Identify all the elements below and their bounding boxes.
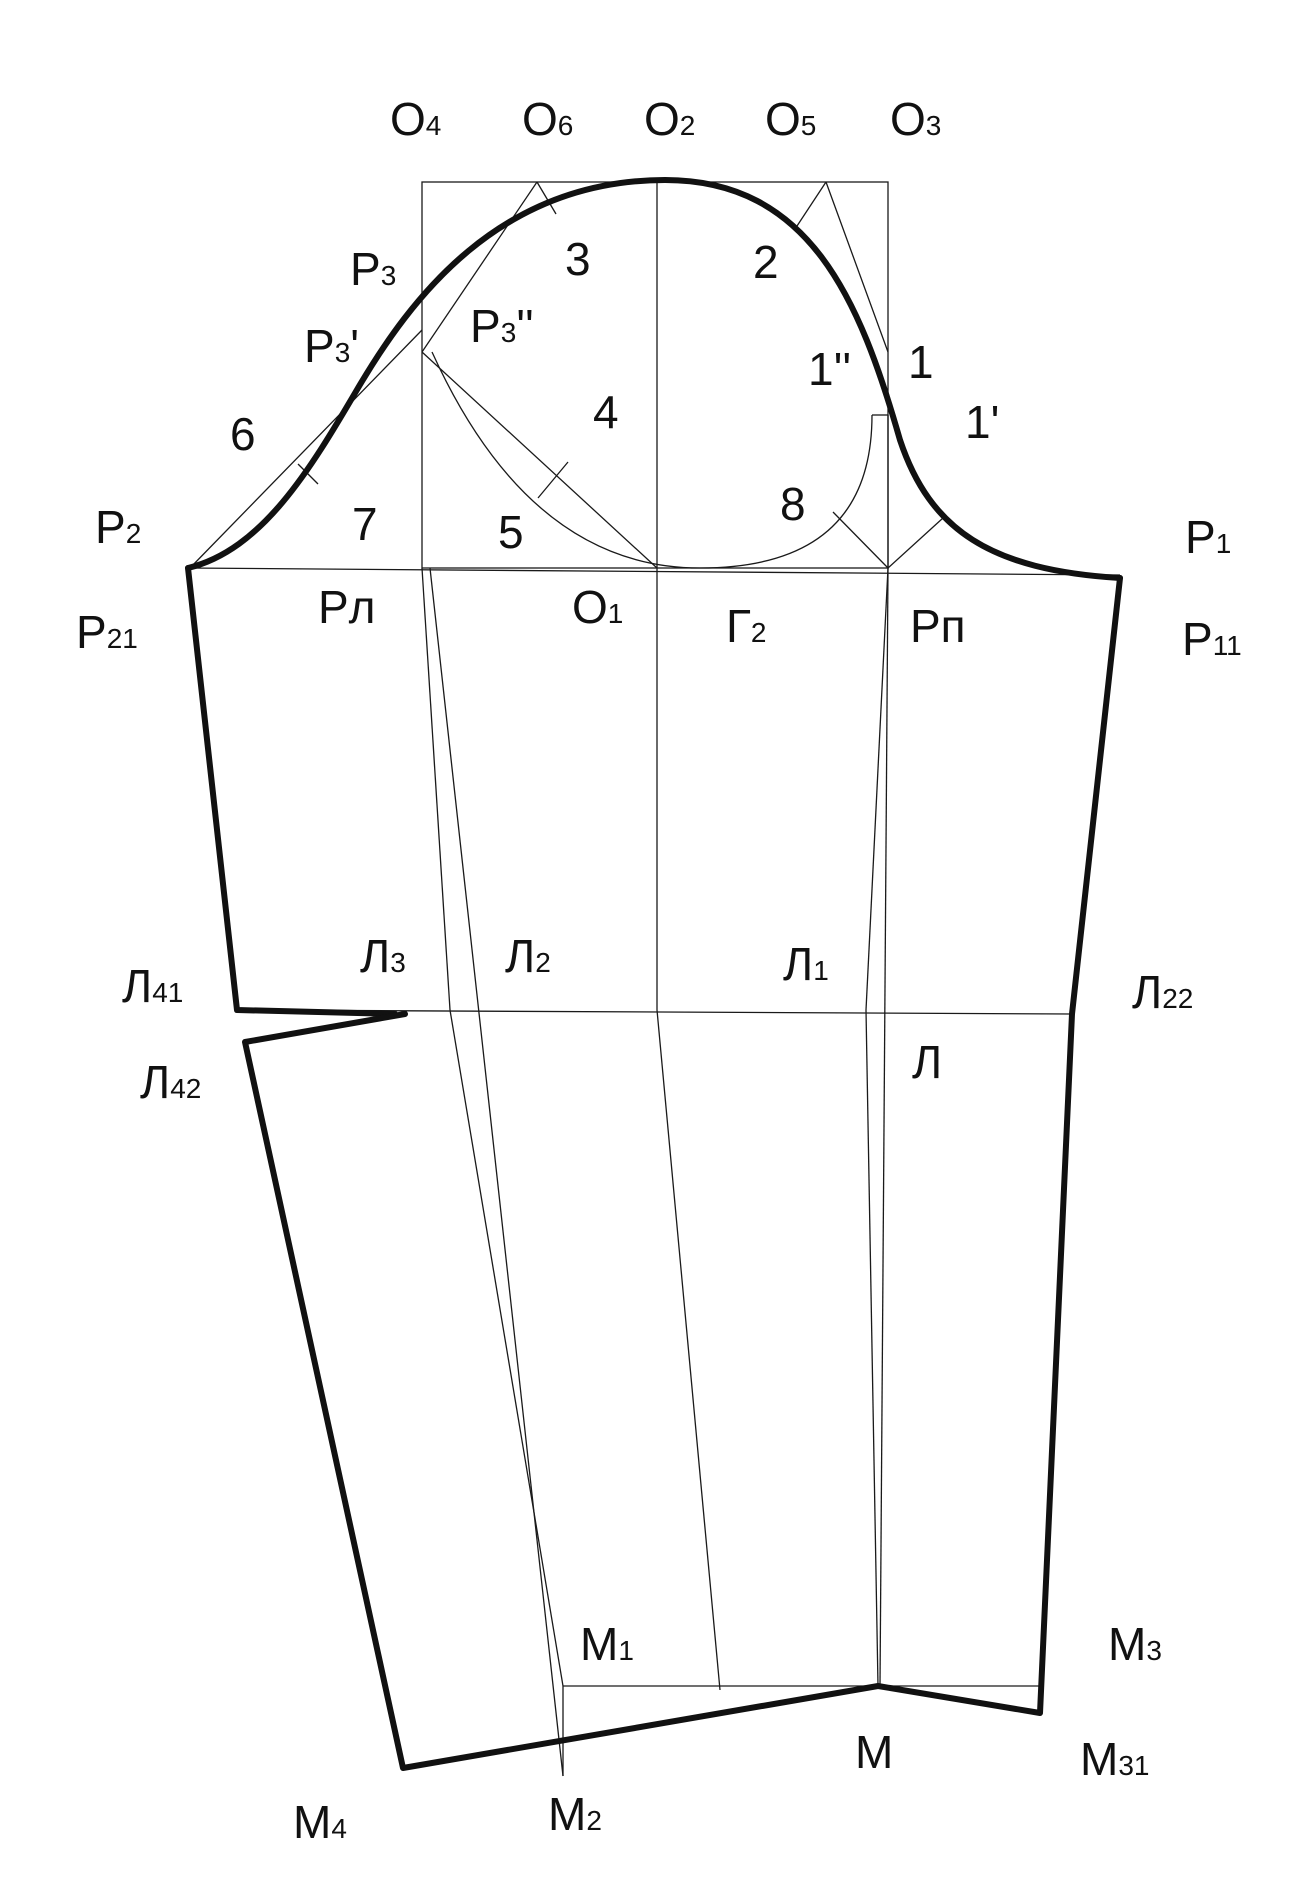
perp-3	[536, 181, 557, 215]
label-g2: Г2	[726, 600, 767, 652]
label-l2: Л2	[505, 930, 551, 982]
front-line-m2	[429, 567, 564, 1777]
label-o6: O6	[522, 93, 573, 145]
construction-lines	[184, 180, 1121, 1777]
label-p11: Р11	[1182, 613, 1242, 665]
label-o4: O4	[390, 93, 441, 145]
label-p21: Р21	[76, 606, 138, 658]
sleeve-cap-curve	[185, 177, 1123, 581]
number-1: 1	[908, 336, 934, 388]
number-1-double-prime: 1''	[808, 343, 851, 395]
number-1-prime: 1'	[965, 396, 999, 448]
point-labels: O4 O6 O2 O5 O3 Р3 Р3' Р3'' Р2 Р1 Р21 Р11…	[76, 93, 1242, 1848]
number-3: 3	[565, 233, 591, 285]
front-line-lower	[449, 1009, 564, 1687]
number-4: 4	[593, 386, 619, 438]
diag-o6	[421, 181, 538, 353]
label-o1: О1	[572, 581, 623, 633]
back-line-m	[879, 567, 889, 1687]
label-m2: М2	[548, 1788, 602, 1840]
label-l3: Л3	[360, 930, 406, 982]
segment-numbers: 3 2 1'' 1 1' 4 6 7 5 8	[230, 233, 999, 558]
armhole-line	[184, 567, 1121, 576]
label-p2: Р2	[95, 501, 141, 553]
label-pp: Рп	[910, 600, 966, 652]
number-8: 8	[780, 478, 806, 530]
label-l41: Л41	[122, 960, 183, 1012]
label-m4: М4	[293, 1796, 347, 1848]
label-m31: М31	[1080, 1733, 1149, 1785]
diag-p3-o1	[421, 351, 658, 569]
back-line-upper	[865, 567, 889, 1011]
perp-2	[796, 181, 827, 227]
front-seam-upper	[185, 565, 398, 1017]
number-5: 5	[498, 506, 524, 558]
label-l22: Л22	[1132, 966, 1193, 1018]
label-o3: O3	[890, 93, 941, 145]
centre-line-lower	[656, 1009, 721, 1691]
label-m: М	[855, 1726, 893, 1778]
perp-1p	[887, 517, 944, 569]
label-m1: М1	[580, 1618, 634, 1670]
perp-8	[832, 511, 889, 569]
lower-curve-right	[699, 414, 873, 569]
p2-p3-line	[189, 329, 423, 569]
label-p1: Р1	[1185, 511, 1231, 563]
number-6: 6	[230, 408, 256, 460]
label-o5: O5	[765, 93, 816, 145]
sleeve-outline	[185, 177, 1123, 1771]
diag-o5	[825, 181, 889, 353]
lower-curve-left	[431, 351, 701, 569]
label-m3: М3	[1108, 1618, 1162, 1670]
perp-6	[297, 463, 319, 485]
label-p3: Р3	[350, 243, 396, 295]
perp-4	[537, 461, 569, 499]
label-l1: Л1	[783, 938, 829, 990]
number-2: 2	[753, 236, 779, 288]
label-p3-double-prime: Р3''	[470, 300, 534, 352]
number-7: 7	[352, 498, 378, 550]
label-l42: Л42	[140, 1056, 201, 1108]
back-line-lower	[865, 1009, 879, 1687]
label-p3-prime: Р3'	[304, 320, 359, 372]
front-line-upper	[421, 567, 451, 1011]
label-pl: Рл	[318, 581, 376, 633]
label-l: Л	[912, 1036, 942, 1088]
sleeve-lower-outline	[242, 575, 1123, 1771]
label-o2: O2	[644, 93, 695, 145]
